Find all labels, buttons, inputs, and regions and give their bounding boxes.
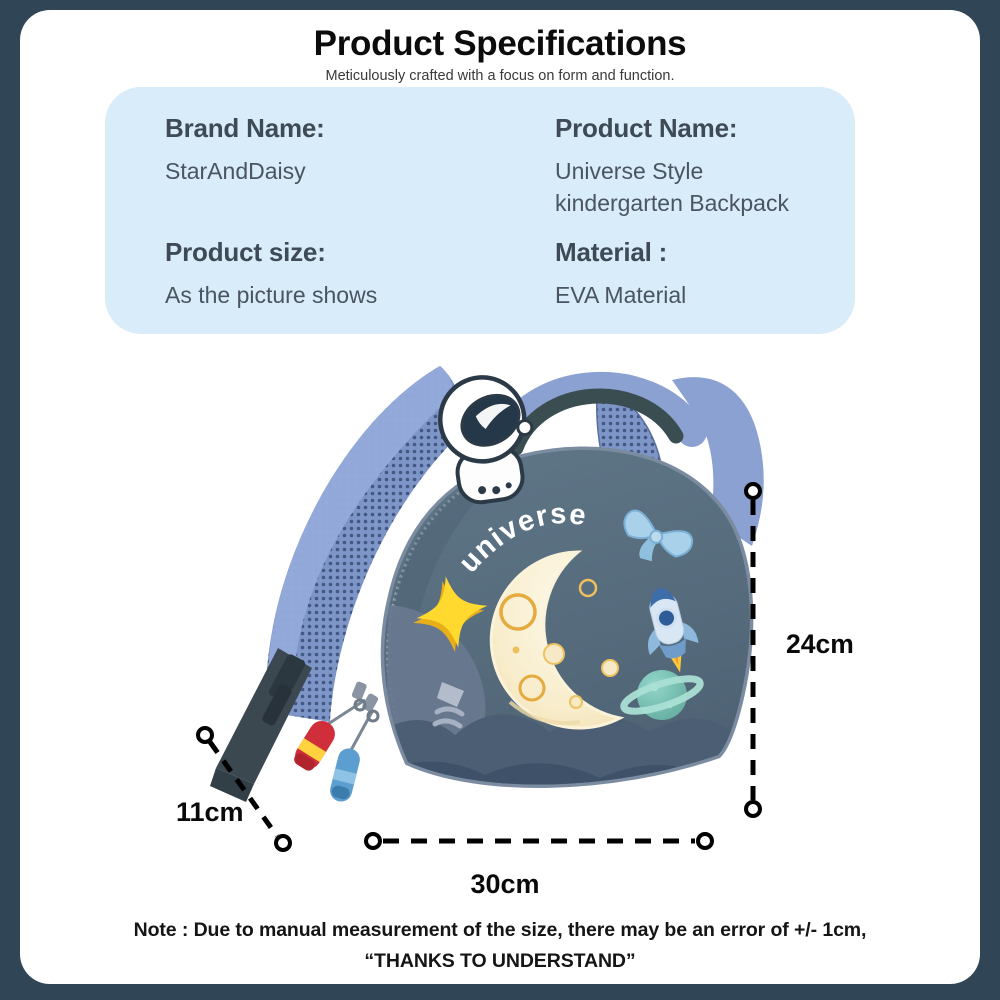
moon-graphic [489,550,625,730]
star-graphic [413,576,488,653]
saturn-sticker [620,670,704,720]
page-subtitle: Meticulously crafted with a focus on for… [325,68,675,84]
note-line-2: “THANKS TO UNDERSTAND” [364,950,636,972]
spec-box: Brand Name: StarAndDaisy Product Name: U… [105,87,855,334]
dimension-width-label: 30cm [470,869,540,899]
dimension-depth-label: 11cm [176,797,244,827]
rocket-sticker [647,588,699,673]
spec-value: EVA Material [555,282,687,309]
spec-product-size: Product size: As the picture shows [165,237,555,312]
product-photo: universe [180,350,780,810]
backpack-illustration: universe [210,366,764,810]
webbing-strap [210,648,312,802]
spec-material: Material : EVA Material [555,237,835,312]
note-line-1: Note : Due to manual measurement of the … [133,919,867,941]
spec-product-name: Product Name: Universe Style kindergarte… [555,113,835,219]
page-title: Product Specifications [313,24,687,63]
spec-value: StarAndDaisy [165,158,306,184]
spec-value: As the picture shows [165,282,378,309]
spec-label: Product size: [165,237,326,268]
spec-value: Universe Style kindergarten Backpack [555,158,789,216]
cloud-band [384,714,750,785]
zipper-pulls [294,681,380,802]
spec-label: Material : [555,237,668,268]
spec-label: Brand Name: [165,113,325,143]
astronaut-charm [438,375,534,505]
squiggle-graphic [432,682,465,729]
bag-body [375,450,755,810]
spec-label: Product Name: [555,113,738,143]
spec-brand-name: Brand Name: StarAndDaisy [165,113,555,219]
dimension-height-label: 24cm [786,629,854,659]
left-strap [266,366,463,722]
bow-sticker [623,509,694,562]
